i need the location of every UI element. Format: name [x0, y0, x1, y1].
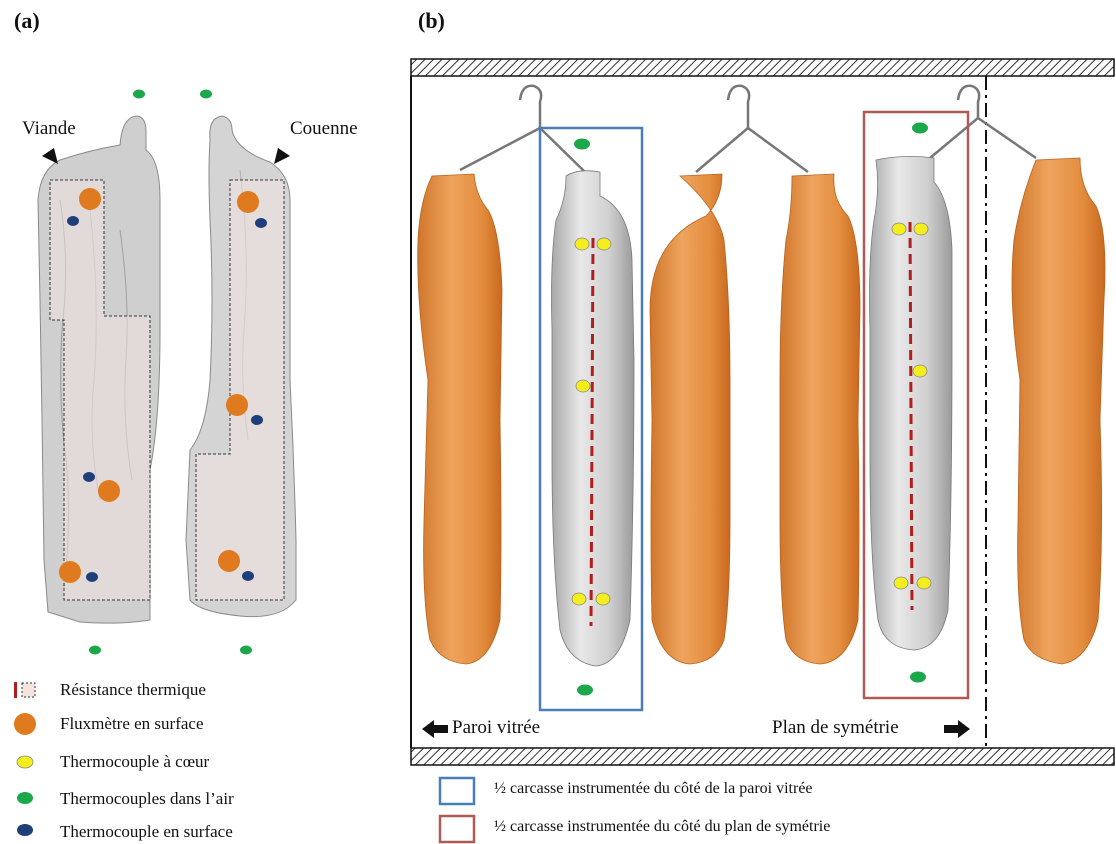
carcass-orange [650, 174, 730, 664]
arrow-icon [36, 140, 58, 164]
surface-thermocouple-icon [255, 218, 267, 228]
core-thermocouple-icon [17, 756, 33, 768]
core-thermocouple-icon [575, 238, 589, 250]
surface-thermocouple-icon [251, 415, 263, 425]
core-thermocouple-icon [597, 238, 611, 250]
core-thermocouple-icon [917, 577, 931, 589]
top-wall [411, 59, 1114, 76]
legend-blue-frame-icon [440, 778, 474, 804]
thermal-resistance-icon [14, 682, 35, 698]
carcass-orange [1012, 158, 1105, 664]
core-thermocouple-icon [913, 365, 927, 377]
air-thermocouple-icon [574, 139, 590, 150]
hanger-icon [696, 86, 808, 172]
surface-thermocouple-icon [67, 216, 79, 226]
flux-meter-icon [14, 713, 36, 735]
air-thermocouple-icon [89, 646, 101, 655]
flux-meter-icon [226, 394, 248, 416]
air-thermocouple-icon [200, 90, 212, 99]
core-thermocouple-icon [596, 593, 610, 605]
arrow-left-icon [422, 720, 448, 738]
bottom-wall [411, 748, 1114, 765]
core-thermocouple-icon [572, 593, 586, 605]
surface-thermocouple-icon [83, 472, 95, 482]
arrow-icon [274, 140, 296, 164]
air-thermocouple-icon [17, 792, 33, 804]
legend-red-frame-icon [440, 816, 474, 842]
flux-meter-icon [98, 480, 120, 502]
core-thermocouple-icon [576, 380, 590, 392]
flux-meter-icon [79, 188, 101, 210]
carcass-orange [418, 174, 502, 664]
air-thermocouple-icon [577, 685, 593, 696]
arrow-right-icon [944, 720, 970, 738]
air-thermocouple-icon [240, 646, 252, 655]
air-thermocouple-icon [912, 123, 928, 134]
air-thermocouple-icon [910, 672, 926, 683]
flux-meter-icon [237, 191, 259, 213]
core-thermocouple-icon [892, 223, 906, 235]
core-thermocouple-icon [914, 223, 928, 235]
carcass-orange [780, 174, 860, 664]
surface-thermocouple-icon [242, 571, 254, 581]
flux-meter-icon [59, 561, 81, 583]
core-thermocouple-icon [894, 577, 908, 589]
hanger-icon [930, 86, 1036, 158]
surface-thermocouple-icon [86, 572, 98, 582]
air-thermocouple-icon [133, 90, 145, 99]
flux-meter-icon [218, 550, 240, 572]
surface-thermocouple-icon [17, 824, 33, 836]
